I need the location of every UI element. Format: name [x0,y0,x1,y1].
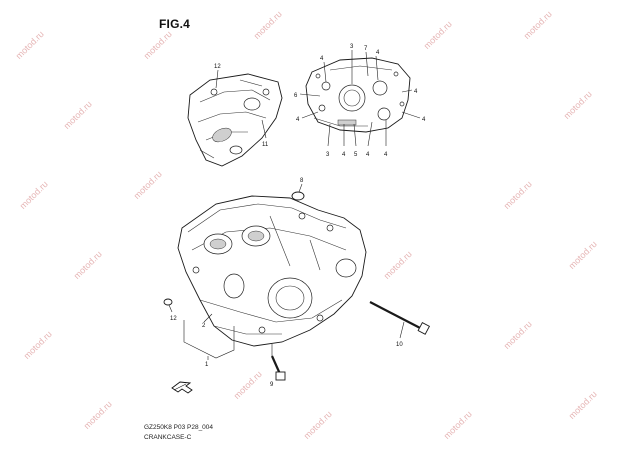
figure-title: FIG.4 [159,17,191,31]
crankcase-assembly [177,195,367,347]
callout-4-h: 4 [384,152,388,158]
callout-4-a: 4 [376,50,380,56]
figure-code: GZ250K8 P03 P28_004 [144,424,214,431]
callout-4-b: 4 [320,56,324,62]
callout-4-c: 4 [414,89,418,95]
callout-8: 8 [300,178,304,184]
callout-2: 2 [202,323,206,329]
callout-5: 5 [354,152,358,158]
callout-12-top: 12 [214,64,221,70]
callout-1: 1 [205,362,209,368]
front-arrow-icon [171,381,193,394]
callout-7: 7 [364,46,368,52]
callout-12-main: 12 [170,316,177,322]
bolt-short [270,355,286,381]
callout-9: 9 [270,382,274,388]
callout-10: 10 [396,342,403,348]
callout-4-g: 4 [366,152,370,158]
callout-3-bottom: 3 [326,152,330,158]
callout-4-d: 4 [422,117,426,123]
figure-name: CRANKCASE-C [144,434,192,441]
crankcase-half-inner-face [305,57,411,133]
dowel-pin [163,298,173,306]
callout-3-top: 3 [350,44,354,50]
o-ring [291,191,305,201]
bolt-long [369,301,431,335]
callout-6: 6 [294,93,298,99]
callout-4-f: 4 [342,152,346,158]
callout-4-e: 4 [296,117,300,123]
callout-11: 11 [262,142,269,148]
crankcase-upper-half-small [187,73,283,167]
